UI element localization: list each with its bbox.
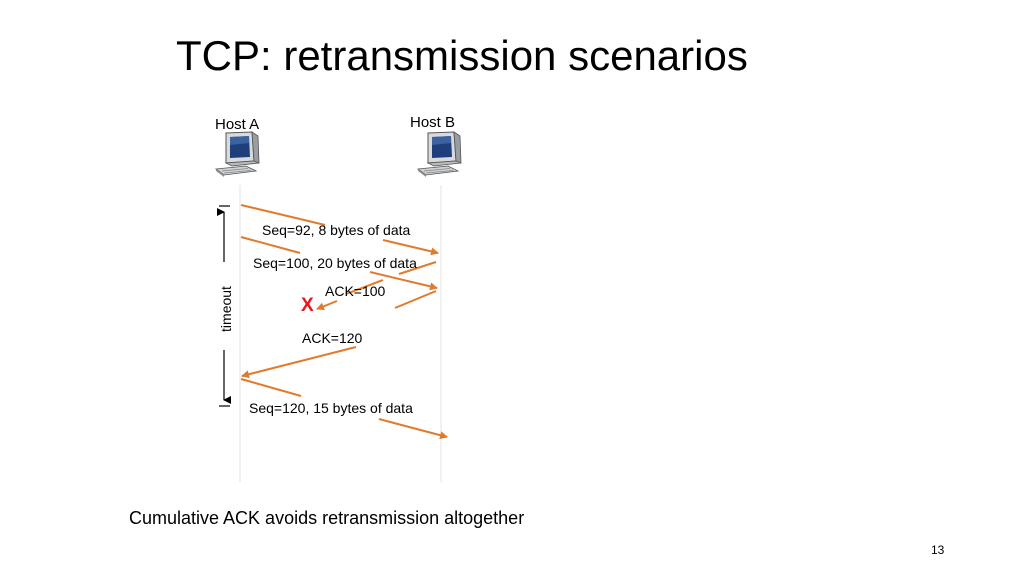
ack100-arrow-lower <box>316 300 338 311</box>
seq92-arrow-mid <box>299 218 326 226</box>
host-b-label: Host B <box>410 114 456 131</box>
seq120-label: Seq=120, 15 bytes of data <box>249 400 413 416</box>
slide-caption: Cumulative ACK avoids retransmission alt… <box>129 508 525 528</box>
ack100-arrow-upper <box>398 261 437 275</box>
seq92-label: Seq=92, 8 bytes of data <box>262 222 411 238</box>
ack100-label: ACK=100 <box>325 283 386 299</box>
host-a-computer-icon <box>214 131 260 177</box>
page-number: 13 <box>931 543 945 557</box>
seq120-arrow-lower <box>378 418 448 440</box>
seq100-arrow-upper <box>240 236 301 254</box>
ack100-arrow-mid <box>345 279 384 295</box>
seq120-arrow-upper <box>240 378 302 397</box>
seq92-arrow-upper <box>240 204 301 220</box>
ack120-arrow-upper <box>394 290 437 309</box>
loss-mark: X <box>301 295 314 316</box>
ack120-arrow-lower <box>241 346 357 379</box>
seq100-label: Seq=100, 20 bytes of data <box>253 255 417 271</box>
seq100-arrow-lower <box>369 271 438 291</box>
host-b-computer-icon <box>416 131 462 177</box>
ack120-label: ACK=120 <box>302 330 363 346</box>
slide-title: TCP: retransmission scenarios <box>176 32 748 79</box>
timeout-label: timeout <box>218 286 234 332</box>
seq92-arrow-lower <box>382 239 439 256</box>
host-a-label: Host A <box>215 116 260 133</box>
